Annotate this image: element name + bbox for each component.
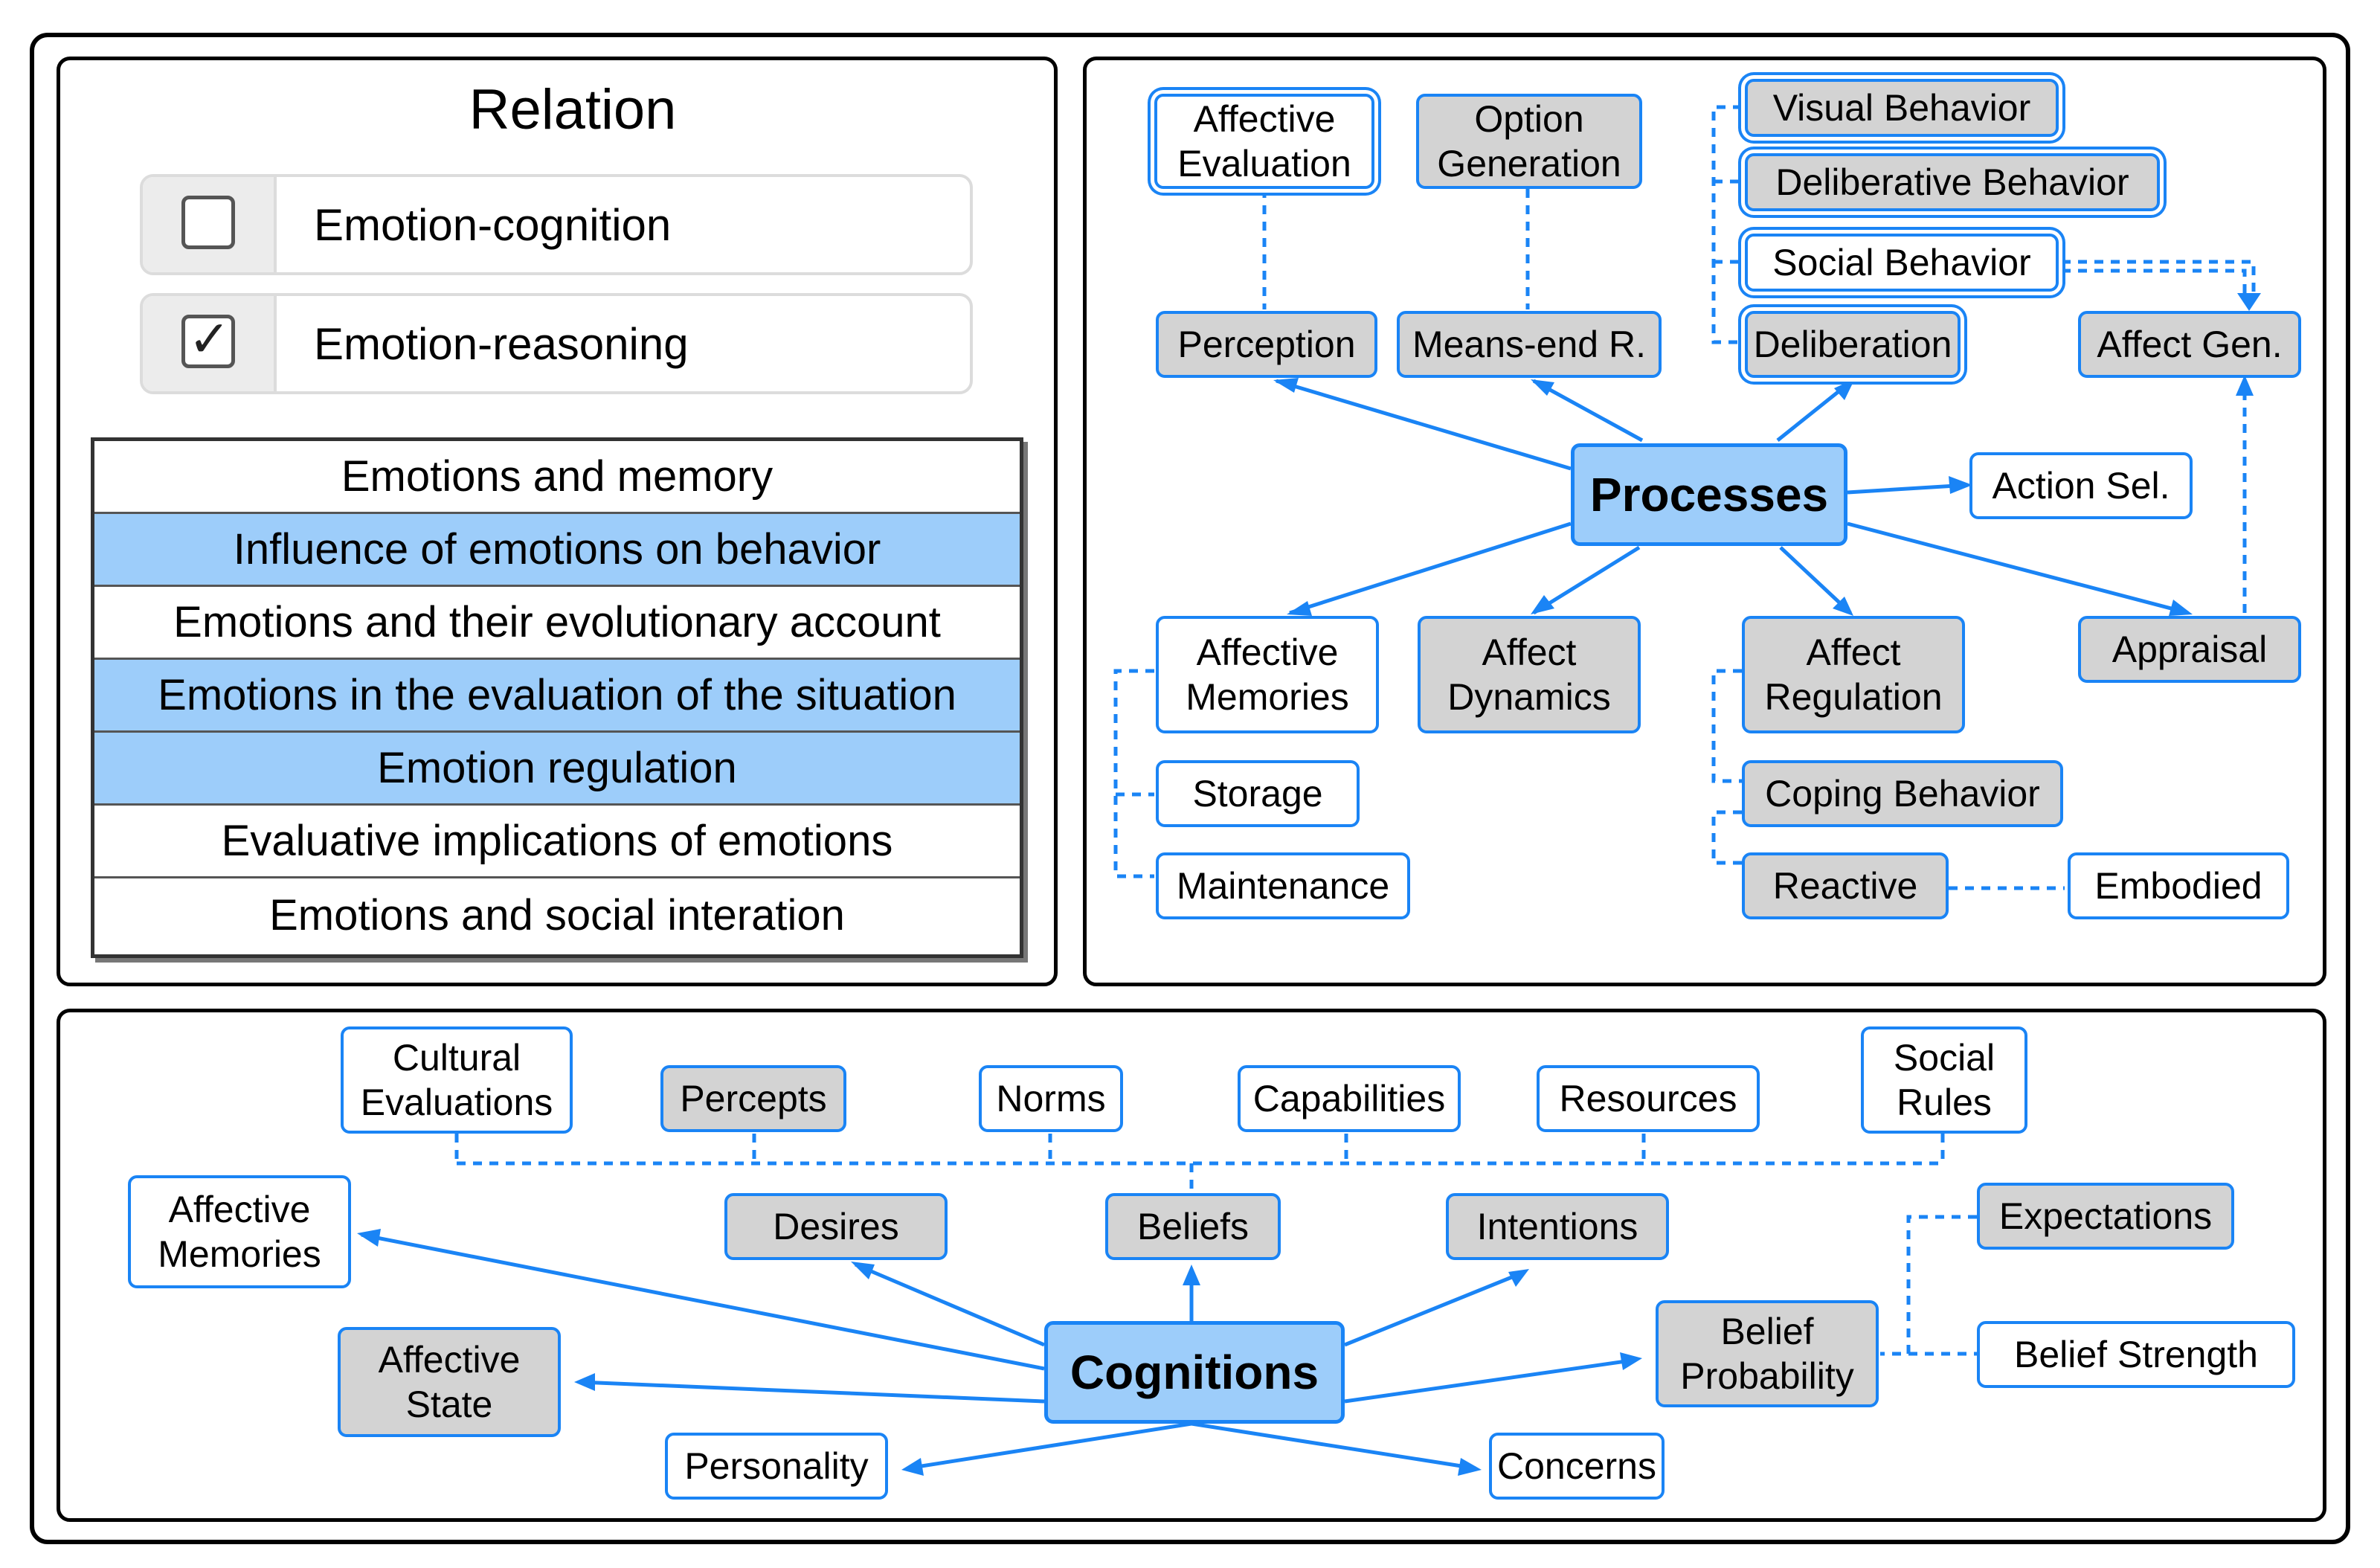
edge-cognitions-belief-probability [1344,1357,1637,1404]
node-option-generation[interactable]: Option Generation [1416,94,1642,189]
topic-item[interactable]: Emotions and social interation [269,890,845,939]
node-means-end[interactable]: Means-end R. [1397,311,1662,378]
arrowhead [1531,379,1554,396]
arrowhead [1620,1352,1642,1370]
edge-processes-affect-regulation [1779,546,1852,614]
node-coping-behavior[interactable]: Coping Behavior [1742,760,2063,827]
node-personality[interactable]: Personality [665,1433,888,1500]
node-perception[interactable]: Perception [1156,311,1377,378]
node-percepts[interactable]: Percepts [660,1065,846,1132]
node-affective-memories-cog[interactable]: Affective Memories [128,1175,351,1288]
node-deliberation[interactable]: Deliberation [1745,311,1961,378]
node-social-behavior[interactable]: Social Behavior [1745,234,2059,292]
edge-processes-affect-dynamics [1532,545,1641,615]
node-belief-strength[interactable]: Belief Strength [1977,1321,2295,1388]
node-affective-state[interactable]: Affective State [338,1327,561,1437]
node-belief-probability[interactable]: Belief Probability [1656,1300,1879,1407]
edge-processes-affective-memories [1289,521,1572,615]
checkbox-emotion-cognition[interactable] [181,196,235,249]
topic-item[interactable]: Emotions in the evaluation of the situat… [94,660,1020,733]
arrowhead [1508,1269,1529,1287]
node-action-sel[interactable]: Action Sel. [1969,452,2193,519]
edge-cognitions-desires [855,1262,1045,1347]
node-maintenance[interactable]: Maintenance [1156,852,1410,919]
node-norms[interactable]: Norms [979,1065,1123,1132]
processes-hub[interactable]: Processes [1571,443,1847,546]
node-beliefs[interactable]: Beliefs [1105,1193,1281,1260]
edge-processes-perception [1276,379,1572,471]
edge-cognitions-personality [907,1421,1192,1471]
node-affect-dynamics[interactable]: Affect Dynamics [1418,616,1641,733]
node-affective-memories-proc[interactable]: Affective Memories [1156,616,1379,733]
topic-item[interactable]: Emotions and their evolutionary account [94,587,1020,660]
topic-item[interactable]: Emotion regulation [94,733,1020,806]
node-concerns[interactable]: Concerns [1489,1433,1665,1500]
checkbox-emotion-reasoning[interactable]: ✓ [181,311,235,368]
node-expectations[interactable]: Expectations [1977,1183,2234,1250]
topic-item[interactable]: Evaluative implications of emotions [94,806,1020,878]
node-affect-regulation[interactable]: Affect Regulation [1742,616,1965,733]
node-storage[interactable]: Storage [1156,760,1360,827]
arrowhead [1273,378,1299,393]
arrowhead [357,1229,381,1247]
node-capabilities[interactable]: Capabilities [1238,1065,1461,1132]
edge-processes-action-sel [1847,483,1969,495]
node-deliberative-behavior[interactable]: Deliberative Behavior [1745,153,2160,211]
edge-processes-means-end [1532,379,1644,443]
arrowhead [1458,1458,1482,1476]
edge-cognitions-affective-memories [361,1233,1045,1371]
node-resources[interactable]: Resources [1537,1065,1760,1132]
arrowhead [2236,375,2254,396]
node-affect-gen[interactable]: Affect Gen. [2078,311,2301,378]
topic-list: Emotions and memory Influence of emotion… [91,437,1023,958]
node-affective-evaluation[interactable]: Affective Evaluation [1154,94,1374,189]
relation-title: Relation [469,78,677,141]
option-label: Emotion-cognition [314,199,672,250]
arrowhead [2237,293,2261,311]
cognitions-hub[interactable]: Cognitions [1044,1321,1345,1424]
arrowhead [1531,595,1554,614]
arrowhead [901,1458,924,1476]
arrowhead [1183,1265,1200,1285]
node-desires[interactable]: Desires [724,1193,948,1260]
node-visual-behavior[interactable]: Visual Behavior [1745,79,2059,137]
node-appraisal[interactable]: Appraisal [2078,616,2301,683]
node-intentions[interactable]: Intentions [1446,1193,1669,1260]
edge-cognitions-concerns [1191,1421,1476,1471]
arrowhead [2169,600,2193,616]
checkbox-cell [143,177,277,272]
arrowhead [1834,379,1855,400]
edge-cognitions-intentions [1344,1270,1525,1347]
node-social-rules[interactable]: Social Rules [1861,1026,2027,1134]
arrowhead [851,1262,875,1279]
arrowhead [574,1373,595,1391]
node-reactive[interactable]: Reactive [1742,852,1949,919]
option-label: Emotion-reasoning [314,318,689,369]
arrowhead [1287,601,1312,616]
checkbox-cell: ✓ [143,296,277,391]
node-embodied[interactable]: Embodied [2068,852,2289,919]
edge-cognitions-affective-state [579,1380,1045,1404]
checkmark-icon: ✓ [188,311,231,367]
topic-item[interactable]: Emotions and memory [94,441,1020,514]
option-emotion-cognition[interactable]: Emotion-cognition [140,174,973,275]
topic-item[interactable]: Influence of emotions on behavior [94,514,1020,587]
arrowhead [1833,597,1853,616]
node-cultural-evaluations[interactable]: Cultural Evaluations [341,1026,573,1134]
option-emotion-reasoning[interactable]: ✓ Emotion-reasoning [140,293,973,394]
arrowhead [1949,476,1972,494]
edge-processes-appraisal [1847,521,2189,615]
